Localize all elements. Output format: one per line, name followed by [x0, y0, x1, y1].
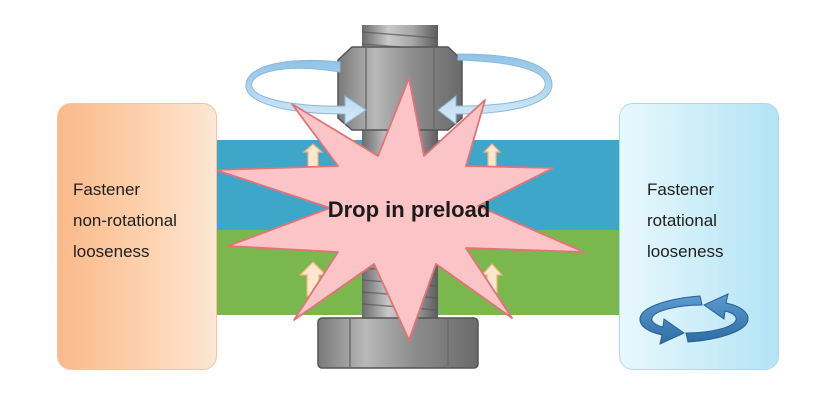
label-line: Fastener — [647, 180, 715, 199]
non-rotational-looseness-label: Fastener non-rotational looseness — [73, 174, 177, 267]
rotational-looseness-label: Fastener rotational looseness — [647, 174, 724, 267]
bottom-bolt-head — [317, 317, 479, 369]
drop-in-preload-label: Drop in preload — [327, 197, 491, 222]
rotational-looseness-box: Fastener rotational looseness — [619, 103, 779, 370]
rotation-arrow-ring-icon — [245, 53, 553, 126]
label-line: non-rotational — [73, 211, 177, 230]
label-line: looseness — [647, 242, 724, 261]
label-line: Fastener — [73, 180, 141, 199]
preload-burst — [215, 77, 585, 341]
non-rotational-looseness-box: Fastener non-rotational looseness — [57, 103, 217, 370]
top-nut — [337, 46, 463, 131]
label-line: rotational — [647, 211, 717, 230]
label-line: looseness — [73, 242, 150, 261]
